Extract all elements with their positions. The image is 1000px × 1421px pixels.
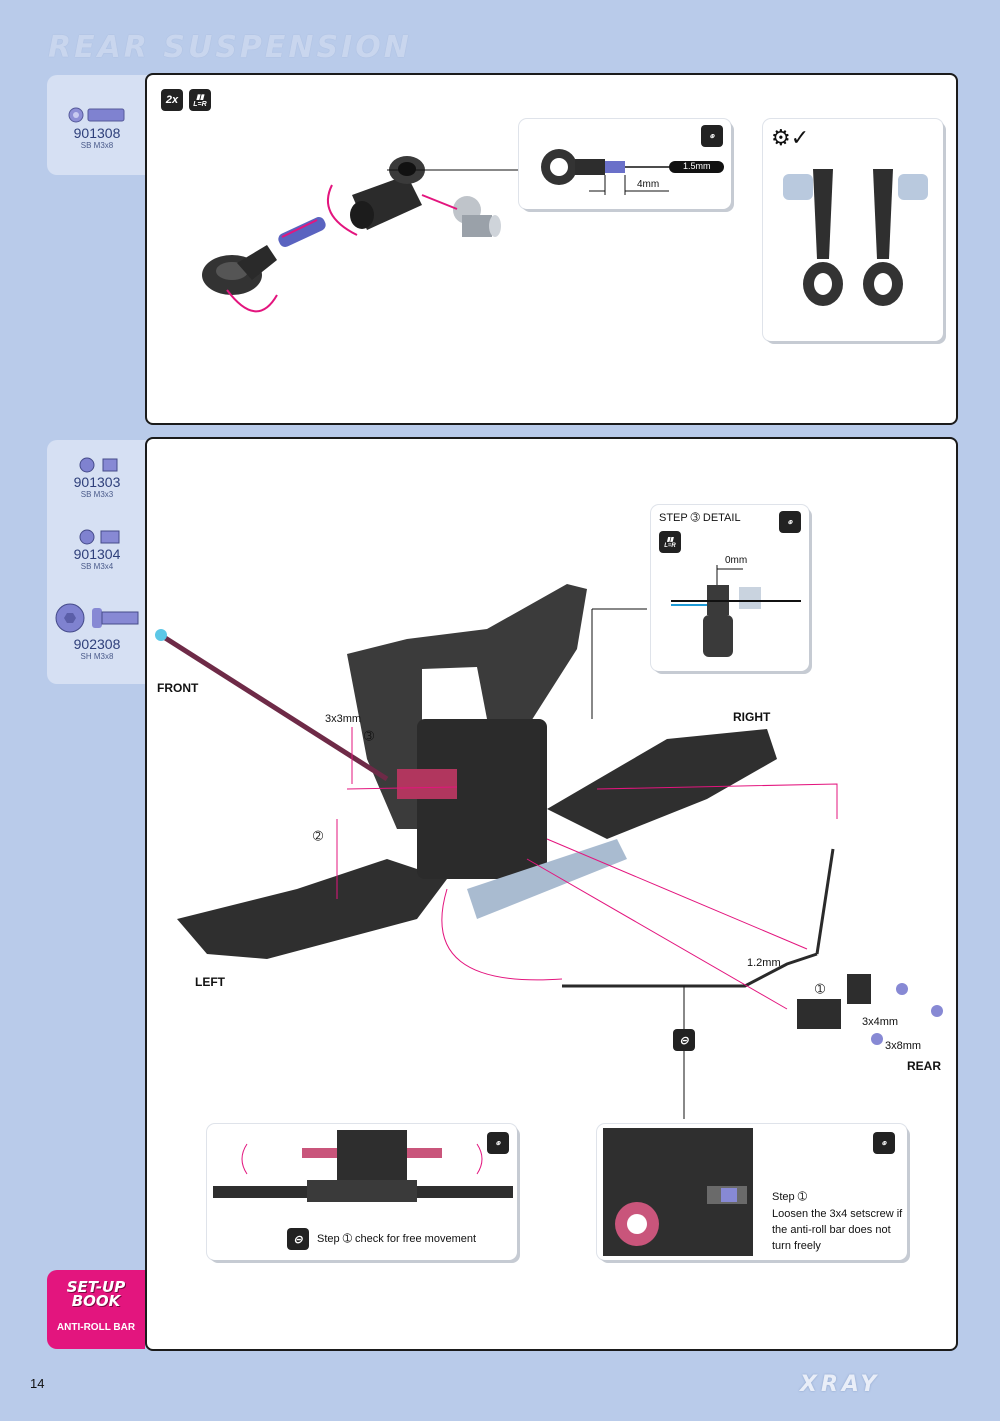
rear-label: REAR [907,1059,942,1073]
rear-suspension-assembly-drawing [155,584,943,1119]
bar-thickness-label: 1.2mm [747,957,781,969]
left-label: LEFT [195,975,225,989]
rod-end-pair-drawing [783,169,928,306]
setup-book-tab[interactable]: SET-UP BOOK ANTI-ROLL BAR [47,1270,145,1349]
step-number-3-icon: ➂ [690,512,700,524]
step-number-1-icon: ➀ [342,1233,352,1245]
screw-3x4-label: 3x4mm [862,1016,899,1028]
step-detail-drawing [671,565,801,657]
part-901303: 901303 SB M3x3 [47,456,147,499]
screw-icon [68,107,125,123]
rod-end-check-box: ⚙✓ [763,119,943,341]
rod-end-assembly-drawing [202,156,501,313]
screw-3x8-label: 3x8mm [885,1040,922,1052]
left-right-badge: ▮▮ L=R [189,89,211,111]
setup-book-subtitle: ANTI-ROLL BAR [56,1322,136,1333]
rod-end-detail-drawing [541,149,724,195]
step-detail-box: STEP ➂ DETAIL ▮▮ L=R ⊕ 0mm [651,505,809,671]
loosen-text-1: Loosen the 3x4 setscrew if [772,1208,903,1220]
detail-magnify-icon: ⊕ [873,1132,895,1154]
setscrew-icon [79,457,118,473]
right-label: RIGHT [733,710,771,724]
gap-dimension: 0mm [725,555,748,566]
lr-icon: ▮▮ [196,93,204,101]
step-marker-3: ➂ [364,729,375,743]
check-gears-icon: ⚙✓ [771,125,810,150]
setup-book-title-1: SET-UP [66,1278,126,1296]
setup-book-title-2: BOOK [71,1292,121,1310]
step-number-1-icon: ➀ [797,1191,807,1203]
hex-wrench-icon: ⊝ [673,1029,695,1051]
hex-screw-icon [55,603,139,633]
parts-strip-2: 901303 SB M3x3 901304 SB M3x4 902308 SH … [47,440,147,684]
leader-line [387,169,527,171]
lr-icon: ▮▮ [666,536,674,543]
free-movement-detail-box: ⊕ ⊝ Step ➀ check for free movement [207,1124,517,1260]
loosen-text-3: turn freely [772,1240,821,1252]
step-marker-1: ➀ [815,982,826,996]
part-901308: 901308 SB M3x8 [47,105,147,150]
step-detail-title: STEP ➂ DETAIL [659,512,741,524]
detail-magnify-icon: ⊕ [701,125,723,147]
loosen-text-2: the anti-roll bar does not [772,1224,891,1236]
detail-magnify-icon: ⊕ [779,511,801,533]
step-panel-2: STEP ➂ DETAIL ▮▮ L=R ⊕ 0mm [145,437,958,1351]
page-number: 14 [30,1376,45,1391]
step-panel-1: 2x ▮▮ L=R 4mm 1.5mm ⊕ [145,73,958,425]
setscrew-icon [79,529,120,545]
parts-strip-1: 901308 SB M3x8 [47,75,147,175]
step-marker-2: ➁ [313,829,324,843]
hex-key-size: 1.5mm [683,161,711,171]
brand-logo: XRAY [800,1372,881,1397]
rod-end-detail-box: 4mm 1.5mm ⊕ [519,119,731,209]
free-movement-caption: Step ➀ check for free movement [317,1233,477,1245]
left-right-badge: ▮▮ L=R [659,531,681,553]
hex-wrench-icon: ⊝ [287,1228,309,1250]
page-title: REAR SUSPENSION [48,30,412,65]
detail-magnify-icon: ⊕ [487,1132,509,1154]
loosen-setscrew-detail-box: ⊕ Step ➀ Loosen the 3x4 setscrew if the … [597,1124,907,1260]
loosen-step-label: Step ➀ [772,1191,807,1203]
dimension-length: 4mm [637,179,660,190]
setscrew-size-label: 3x3mm [325,713,362,725]
front-label: FRONT [157,681,199,695]
setscrew-closeup-drawing [603,1128,753,1256]
part-902308: 902308 SH M3x8 [47,600,147,661]
part-901304: 901304 SB M3x4 [47,528,147,571]
free-movement-drawing [213,1130,513,1202]
quantity-badge: 2x [161,89,183,111]
